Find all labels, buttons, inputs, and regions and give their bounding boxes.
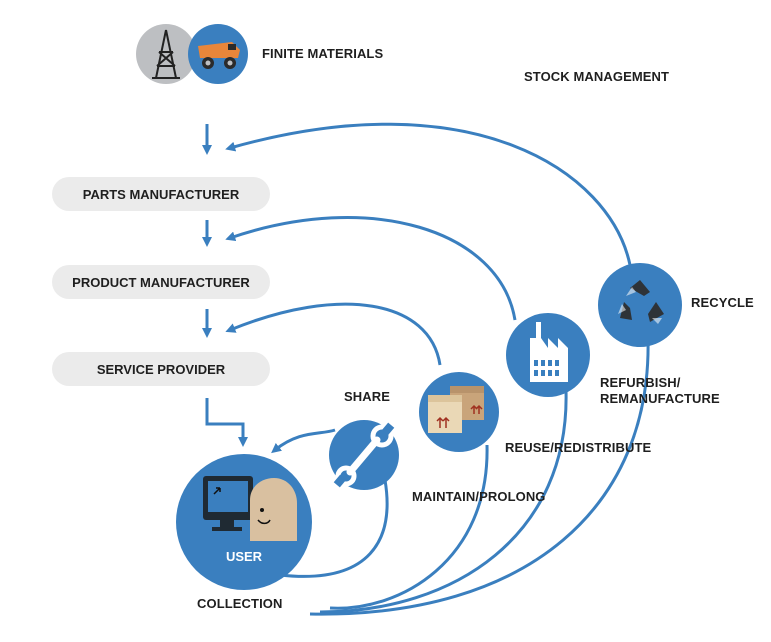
user-at-computer-icon bbox=[176, 454, 312, 590]
user-label: USER bbox=[225, 549, 263, 564]
share-label: SHARE bbox=[344, 389, 391, 404]
refurbish-return-arc bbox=[319, 389, 568, 614]
refurbish-label-line1: REFURBISH/ bbox=[600, 375, 681, 390]
boxes-icon bbox=[419, 372, 499, 452]
refurbish-loop-arc bbox=[225, 216, 517, 321]
collection-label: COLLECTION bbox=[197, 596, 283, 611]
stage-product-manufacturer: PRODUCT MANUFACTURER bbox=[52, 265, 270, 299]
stage-parts-manufacturer: PARTS MANUFACTURER bbox=[52, 177, 270, 211]
finite-materials-label: FINITE MATERIALS bbox=[262, 46, 384, 61]
recycle-return-arc bbox=[309, 337, 650, 616]
mining-truck-icon bbox=[188, 24, 248, 84]
reuse-loop-arc bbox=[225, 302, 442, 366]
maintain-prolong-label: MAINTAIN/PROLONG bbox=[412, 489, 546, 504]
stock-management-label: STOCK MANAGEMENT bbox=[524, 69, 670, 84]
stage-service-provider: SERVICE PROVIDER bbox=[52, 352, 270, 386]
recycle-label: RECYCLE bbox=[691, 295, 754, 310]
reuse-redistribute-label: REUSE/REDISTRIBUTE bbox=[505, 440, 652, 455]
share-loop-arc bbox=[271, 428, 336, 454]
loop-arcs bbox=[225, 122, 650, 616]
main-flow-arrows bbox=[202, 124, 248, 447]
recycle-icon bbox=[598, 263, 682, 347]
reuse-return-arc bbox=[329, 444, 489, 610]
oil-rig-icon bbox=[136, 24, 196, 84]
wrench-icon bbox=[329, 420, 399, 490]
flow-arrow-4 bbox=[205, 398, 248, 447]
refurbish-label-line2: REMANUFACTURE bbox=[600, 391, 720, 406]
factory-icon bbox=[506, 313, 590, 397]
recycle-loop-arc bbox=[225, 122, 632, 266]
maintain-return-arc bbox=[279, 479, 389, 578]
